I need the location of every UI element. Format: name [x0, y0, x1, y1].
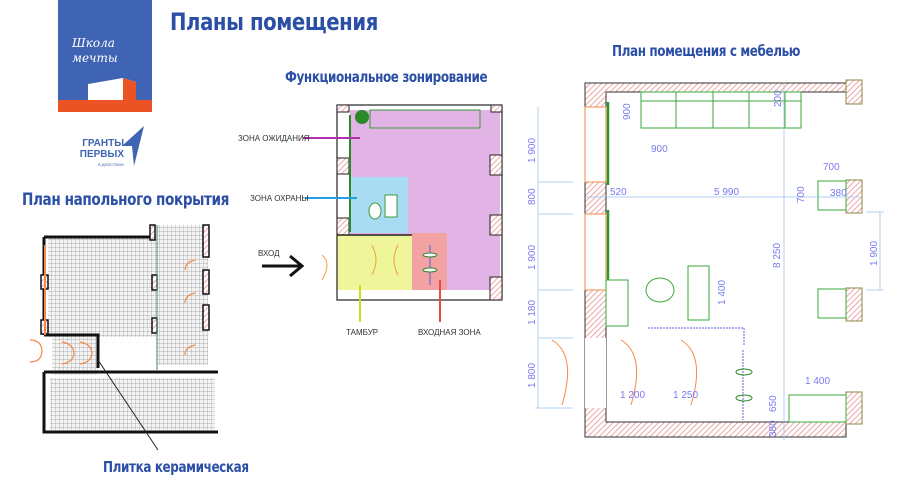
plant-icon	[355, 110, 369, 124]
page-title: Планы помещения	[170, 8, 378, 36]
dim-1900r: 1 900	[869, 241, 880, 266]
logo-house-icon	[88, 78, 136, 104]
zone-waiting-label: ЗОНА ОЖИДАНИЯ	[238, 134, 310, 143]
floor-plan-title: План напольного покрытия	[22, 190, 229, 210]
dim-left-4: 1 180	[527, 300, 538, 325]
grants-sub: В ДЕЙСТВИИ	[98, 162, 124, 167]
dim-520: 520	[610, 187, 627, 198]
dim-700v: 700	[796, 186, 807, 203]
dim-200: 200	[773, 90, 784, 107]
dim-900v: 900	[622, 103, 633, 120]
dim-left-2: 800	[527, 188, 538, 205]
entrance-label: ВХОД	[258, 249, 280, 258]
grants-arrow-icon	[122, 126, 144, 166]
dim-700h: 700	[823, 162, 840, 173]
zoning-title: Функциональное зонирование	[285, 68, 488, 86]
dim-380b: 380	[768, 420, 779, 437]
grants-line2: ПЕРВЫХ	[79, 149, 124, 160]
zone-entrance-label: ВХОДНАЯ ЗОНА	[418, 328, 481, 337]
zone-security-label: ЗОНА ОХРАНЫ	[250, 194, 309, 203]
dim-1400v: 1 400	[717, 280, 728, 305]
dim-650: 650	[768, 395, 779, 412]
logo-text: Школа мечты	[72, 36, 118, 65]
school-of-dreams-logo: Школа мечты	[58, 0, 152, 112]
dim-left-3: 1 900	[527, 245, 538, 270]
dim-1250: 1 250	[673, 390, 698, 401]
grants-line1: ГРАНТЫ	[82, 138, 124, 149]
furniture-plan-title: План помещения с мебелью	[612, 42, 801, 60]
furniture-plan: 1 900 800 1 900 1 180 1 800 900 900 200 …	[527, 79, 884, 440]
tile-label: Плитка керамическая	[103, 458, 249, 476]
dim-8250: 8 250	[772, 243, 783, 268]
zone-vestibule-label: ТАМБУР	[346, 328, 378, 337]
dim-380a: 380	[830, 188, 847, 199]
floor-plan	[29, 224, 218, 451]
dim-left-5: 1 800	[527, 363, 538, 388]
dim-1200: 1 200	[620, 390, 645, 401]
zoning-plan: ЗОНА ОЖИДАНИЯ ЗОНА ОХРАНЫ ВХОД ТАМБУР ВХ…	[238, 104, 503, 337]
logo-stripe	[58, 100, 152, 112]
dim-5990: 5 990	[714, 187, 739, 198]
dim-1400h: 1 400	[805, 376, 830, 387]
dim-900h: 900	[651, 144, 668, 155]
dim-left-1: 1 900	[527, 138, 538, 163]
